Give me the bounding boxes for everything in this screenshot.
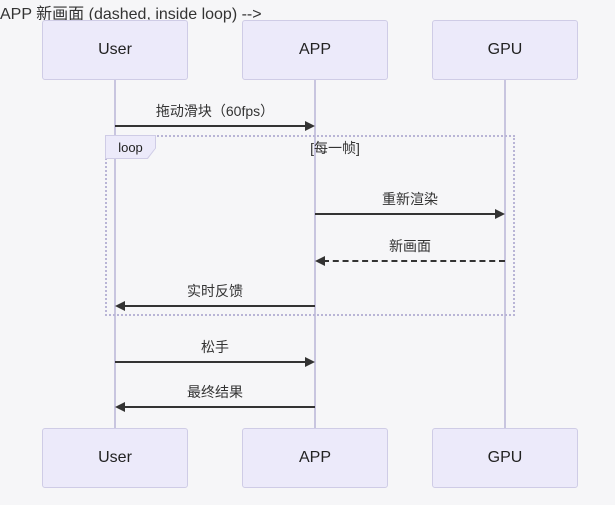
loop-condition: [每一帧] xyxy=(310,140,360,156)
lifeline-user xyxy=(114,80,116,428)
actor-label: GPU xyxy=(487,41,523,58)
arrowhead-right-icon xyxy=(305,357,315,367)
loop-frame xyxy=(105,135,515,316)
message-arrow-rerender xyxy=(315,213,497,215)
actor-bottom-user: User xyxy=(42,428,188,488)
message-label-release: 松手 xyxy=(201,339,229,355)
message-arrow-realtime-feedback xyxy=(123,305,315,307)
actor-label: User xyxy=(98,449,132,466)
arrowhead-right-icon xyxy=(305,121,315,131)
message-arrow-release xyxy=(115,361,307,363)
actor-bottom-gpu: GPU xyxy=(432,428,578,488)
arrowhead-left-icon xyxy=(115,402,125,412)
arrowhead-left-icon xyxy=(115,301,125,311)
actor-label: APP xyxy=(298,449,331,466)
actor-label: APP xyxy=(298,41,331,58)
actor-bottom-app: APP xyxy=(242,428,388,488)
actor-top-gpu: GPU xyxy=(432,20,578,80)
message-label-drag-slider: 拖动滑块（60fps） xyxy=(155,103,275,119)
arrowhead-left-icon xyxy=(315,256,325,266)
actor-top-user: User xyxy=(42,20,188,80)
message-arrow-drag-slider xyxy=(115,125,307,127)
arrowhead-right-icon xyxy=(495,209,505,219)
message-label-final-result: 最终结果 xyxy=(187,384,243,400)
actor-label: GPU xyxy=(487,449,523,466)
actor-top-app: APP xyxy=(242,20,388,80)
message-label-rerender: 重新渲染 xyxy=(382,191,438,207)
message-arrow-new-frame xyxy=(323,260,505,262)
actor-label: User xyxy=(98,41,132,58)
lifeline-app xyxy=(314,80,316,428)
message-arrow-final-result xyxy=(123,406,315,408)
loop-label-tab: loop xyxy=(105,135,156,159)
loop-label: loop xyxy=(106,136,155,158)
message-label-new-frame: 新画面 xyxy=(389,238,431,254)
message-label-realtime-feedback: 实时反馈 xyxy=(187,283,243,299)
lifeline-gpu xyxy=(504,80,506,428)
